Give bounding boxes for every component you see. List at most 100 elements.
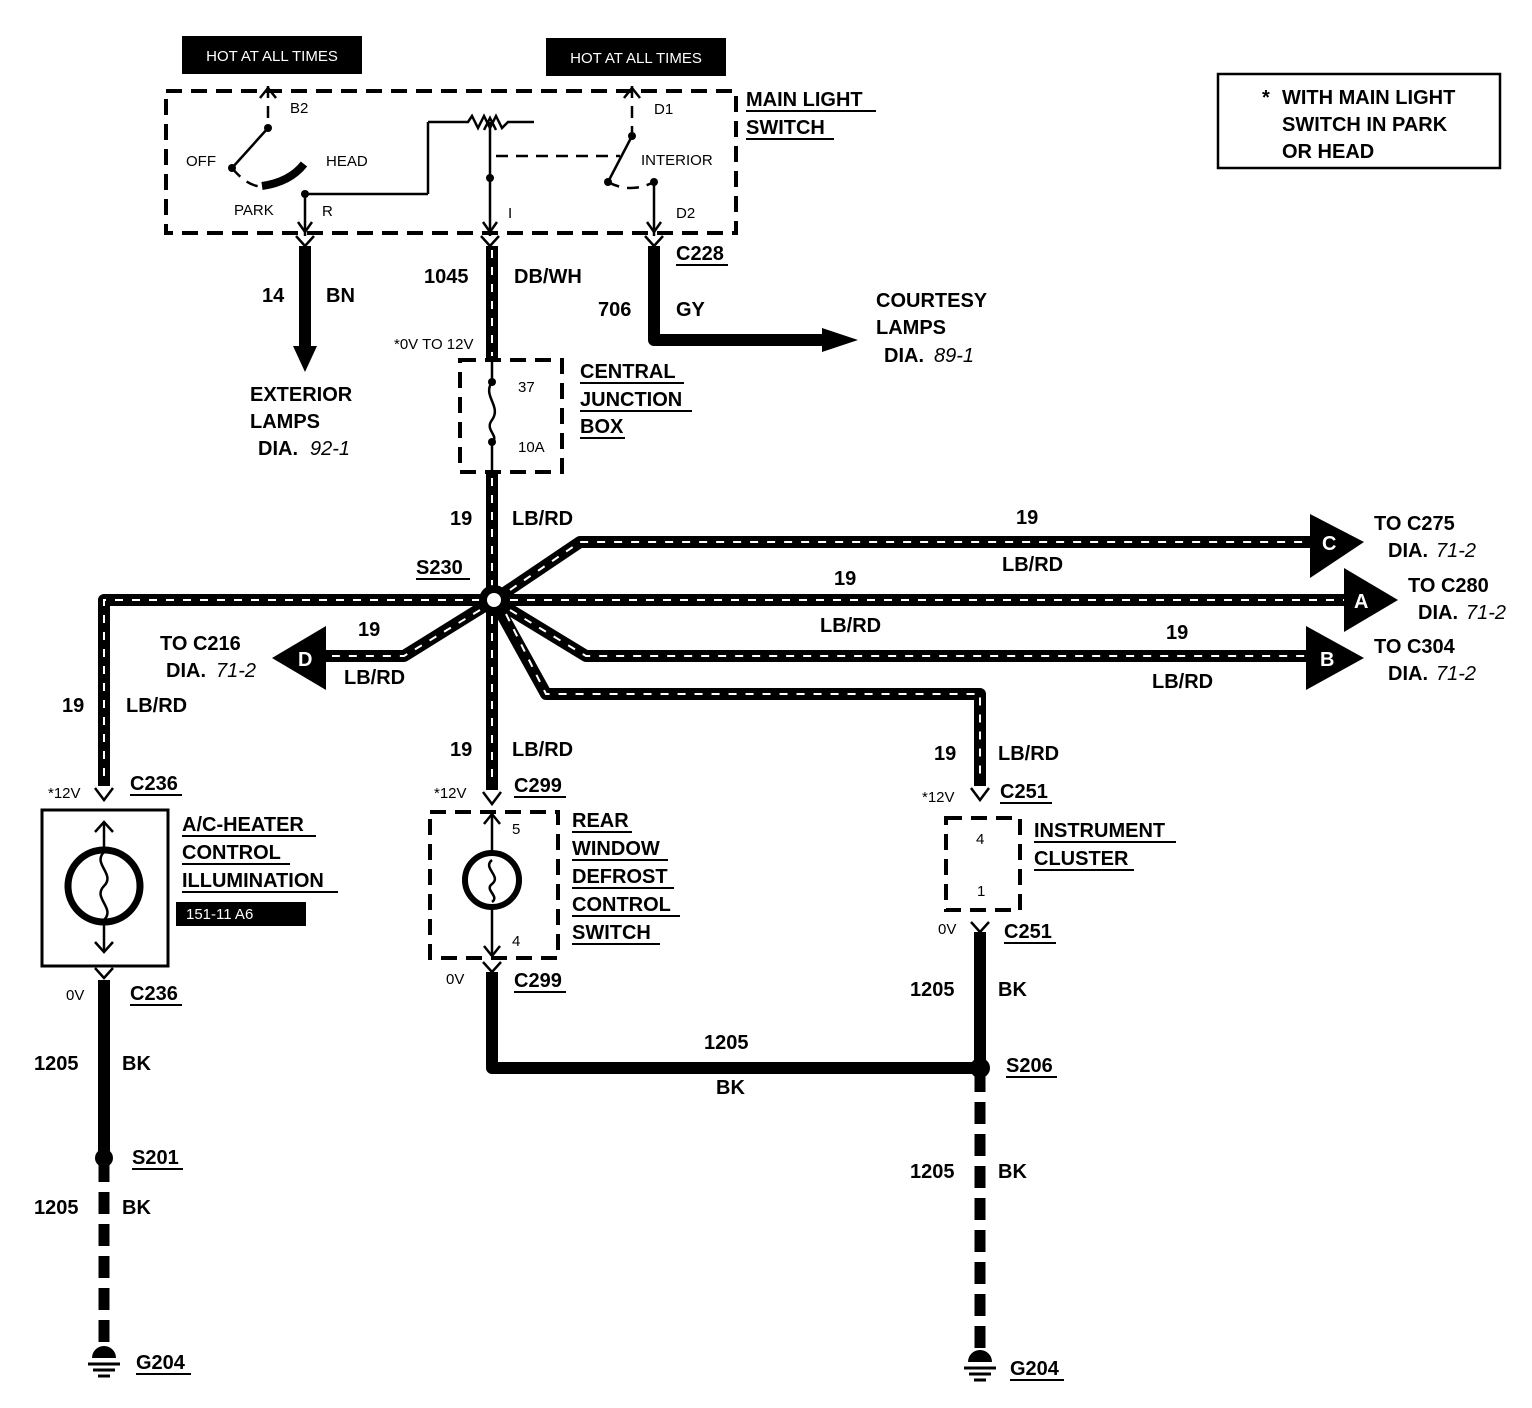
wire-14-bn: 14 BN <box>262 246 355 372</box>
ground-g204-right: G204 <box>964 1350 1064 1382</box>
svg-text:DIA.: DIA. <box>884 345 924 367</box>
splice-s230: S230 <box>416 557 509 615</box>
svg-text:BOX: BOX <box>580 416 624 438</box>
svg-text:A/C-HEATER: A/C-HEATER <box>182 814 304 836</box>
hot-at-all-times-left: HOT AT ALL TIMES <box>182 36 362 74</box>
svg-text:SWITCH: SWITCH <box>746 117 825 139</box>
svg-text:1205: 1205 <box>910 979 955 1001</box>
svg-text:D1: D1 <box>654 101 673 118</box>
wire-branch-d: D 19 LB/RD TO C216 DIA. 71-2 <box>160 594 498 690</box>
svg-text:C: C <box>1322 533 1336 555</box>
svg-text:71-2: 71-2 <box>216 660 256 682</box>
svg-text:LB/RD: LB/RD <box>1152 671 1213 693</box>
switch-connector-forks <box>295 235 664 248</box>
svg-text:4: 4 <box>512 933 520 950</box>
svg-text:HEAD: HEAD <box>326 153 368 170</box>
wire-branch-cluster: 19 LB/RD <box>488 597 1059 786</box>
svg-text:4: 4 <box>976 831 984 848</box>
svg-text:ILLUMINATION: ILLUMINATION <box>182 870 324 892</box>
svg-text:10A: 10A <box>518 439 545 456</box>
svg-text:LB/RD: LB/RD <box>344 667 405 689</box>
svg-text:92-1: 92-1 <box>310 438 350 460</box>
svg-text:TO C275: TO C275 <box>1374 513 1455 535</box>
svg-text:HOT AT ALL TIMES: HOT AT ALL TIMES <box>206 48 338 65</box>
svg-text:0V: 0V <box>938 921 956 938</box>
svg-text:LB/RD: LB/RD <box>512 739 573 761</box>
svg-text:19: 19 <box>450 508 472 530</box>
svg-text:G204: G204 <box>136 1352 186 1374</box>
svg-text:C236: C236 <box>130 773 178 795</box>
wire-branch-c: C 19 LB/RD TO C275 DIA. 71-2 <box>490 507 1476 605</box>
svg-text:COURTESY: COURTESY <box>876 290 988 312</box>
svg-text:WITH MAIN LIGHT: WITH MAIN LIGHT <box>1282 87 1455 109</box>
svg-text:LB/RD: LB/RD <box>126 695 187 717</box>
central-junction-box: 37 10A CENTRAL JUNCTION BOX <box>458 358 692 474</box>
svg-text:19: 19 <box>934 743 956 765</box>
svg-text:19: 19 <box>62 695 84 717</box>
instrument-cluster: *12V C251 4 1 INSTRUMENT CLUSTER 0V C251 <box>922 781 1176 944</box>
svg-text:0V: 0V <box>446 971 464 988</box>
svg-text:JUNCTION: JUNCTION <box>580 389 682 411</box>
svg-text:PARK: PARK <box>234 202 274 219</box>
svg-text:C236: C236 <box>130 983 178 1005</box>
svg-text:WINDOW: WINDOW <box>572 838 660 860</box>
svg-text:INSTRUMENT: INSTRUMENT <box>1034 820 1165 842</box>
svg-text:HOT AT ALL TIMES: HOT AT ALL TIMES <box>570 50 702 67</box>
svg-text:BN: BN <box>326 285 355 307</box>
svg-text:BK: BK <box>716 1077 745 1099</box>
svg-text:BK: BK <box>998 1161 1027 1183</box>
svg-text:19: 19 <box>834 568 856 590</box>
svg-text:71-2: 71-2 <box>1436 663 1476 685</box>
svg-text:*: * <box>1262 87 1270 109</box>
ac-heater-control-illumination: *12V C236 A/C-HEATER CONTROL ILLUMINATIO… <box>40 773 338 1006</box>
svg-text:706: 706 <box>598 299 631 321</box>
svg-text:C251: C251 <box>1004 921 1052 943</box>
svg-text:G204: G204 <box>1010 1358 1060 1380</box>
svg-text:1045: 1045 <box>424 266 469 288</box>
svg-text:BK: BK <box>998 979 1027 1001</box>
svg-text:19: 19 <box>1016 507 1038 529</box>
svg-text:S230: S230 <box>416 557 463 579</box>
svg-text:GY: GY <box>676 299 706 321</box>
svg-text:SWITCH IN PARK: SWITCH IN PARK <box>1282 114 1448 136</box>
svg-text:S206: S206 <box>1006 1055 1053 1077</box>
svg-text:CLUSTER: CLUSTER <box>1034 848 1129 870</box>
svg-text:LAMPS: LAMPS <box>876 317 946 339</box>
svg-text:71-2: 71-2 <box>1466 602 1506 624</box>
wire-1205-bottom: 1205 BK <box>486 972 980 1099</box>
svg-text:B2: B2 <box>290 100 308 117</box>
svg-text:INTERIOR: INTERIOR <box>641 152 713 169</box>
wire-branch-a: A 19 LB/RD TO C280 DIA. 71-2 <box>494 568 1506 637</box>
svg-text:S201: S201 <box>132 1147 179 1169</box>
svg-text:B: B <box>1320 649 1334 671</box>
wire-branch-ac: 19 LB/RD <box>62 594 494 786</box>
svg-text:1205: 1205 <box>704 1032 749 1054</box>
ground-g204-left: G204 <box>88 1346 191 1378</box>
svg-text:37: 37 <box>518 379 535 396</box>
svg-text:*12V: *12V <box>48 785 81 802</box>
svg-text:0V: 0V <box>66 987 84 1004</box>
svg-text:TO C216: TO C216 <box>160 633 241 655</box>
svg-text:C299: C299 <box>514 775 562 797</box>
svg-text:LB/RD: LB/RD <box>820 615 881 637</box>
svg-text:A: A <box>1354 591 1368 613</box>
svg-text:5: 5 <box>512 821 520 838</box>
svg-text:DIA.: DIA. <box>1388 663 1428 685</box>
svg-text:LB/RD: LB/RD <box>1002 554 1063 576</box>
svg-text:I: I <box>508 205 512 222</box>
wire-1045-dbwh: 1045 DB/WH *0V TO 12V <box>394 246 582 358</box>
svg-text:REAR: REAR <box>572 810 629 832</box>
svg-text:C228: C228 <box>676 243 724 265</box>
svg-text:MAIN LIGHT: MAIN LIGHT <box>746 89 863 111</box>
svg-text:*12V: *12V <box>922 789 955 806</box>
svg-text:89-1: 89-1 <box>934 345 974 367</box>
svg-text:LAMPS: LAMPS <box>250 411 320 433</box>
svg-text:19: 19 <box>358 619 380 641</box>
wire-1205-left: 1205 BK S201 1205 BK <box>34 980 183 1348</box>
svg-text:19: 19 <box>1166 622 1188 644</box>
main-light-switch: MAIN LIGHT SWITCH B2 D1 OF <box>164 85 876 266</box>
hot-at-all-times-right: HOT AT ALL TIMES <box>546 38 726 76</box>
svg-text:LB/RD: LB/RD <box>998 743 1059 765</box>
wire-706-gy: 706 GY <box>598 246 858 352</box>
